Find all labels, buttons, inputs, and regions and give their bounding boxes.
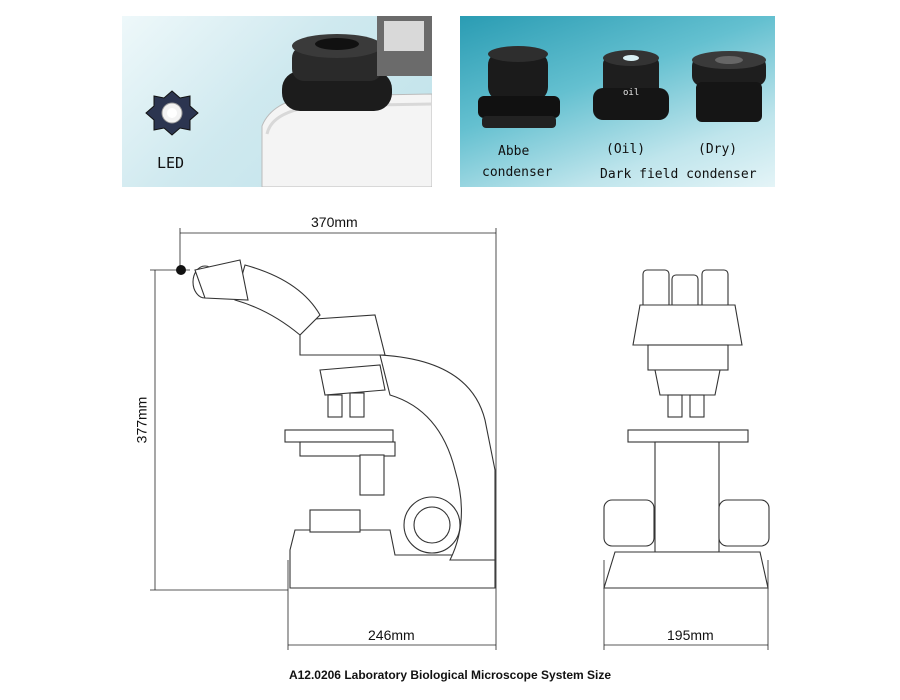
oil-label: (Oil) [606,142,646,157]
abbe-label-line1: Abbe [498,144,530,159]
front-view-microscope [603,269,770,589]
side-view-microscope [192,259,496,589]
condensers-photo: oil Abbe condenser (Oil) (Dry) Dark fiel… [460,16,775,187]
abbe-condenser-image [478,46,560,128]
height-dimension-label: 377mm [133,396,150,444]
side-depth-dimension-label: 246mm [368,627,415,643]
total-width-dimension-label: 370mm [311,214,358,230]
abbe-label-line2: condenser [482,165,553,180]
dark-field-condenser-label: Dark field condenser [600,167,757,182]
condensers-photo-art [478,46,766,128]
led-photo-art [145,16,432,187]
led-illuminator-photo: LED [122,16,432,187]
eyepiece-reference-dot [176,265,186,275]
oil-mark-label: oil [623,88,640,98]
dimension-lines [150,228,769,650]
dry-condenser-image [692,51,766,122]
oil-condenser-image [593,50,669,120]
led-label: LED [157,154,185,172]
dry-label: (Dry) [698,142,738,157]
figure-caption: A12.0206 Laboratory Biological Microscop… [288,668,612,682]
front-width-dimension-label: 195mm [667,627,714,643]
led-chip-icon [145,90,199,136]
